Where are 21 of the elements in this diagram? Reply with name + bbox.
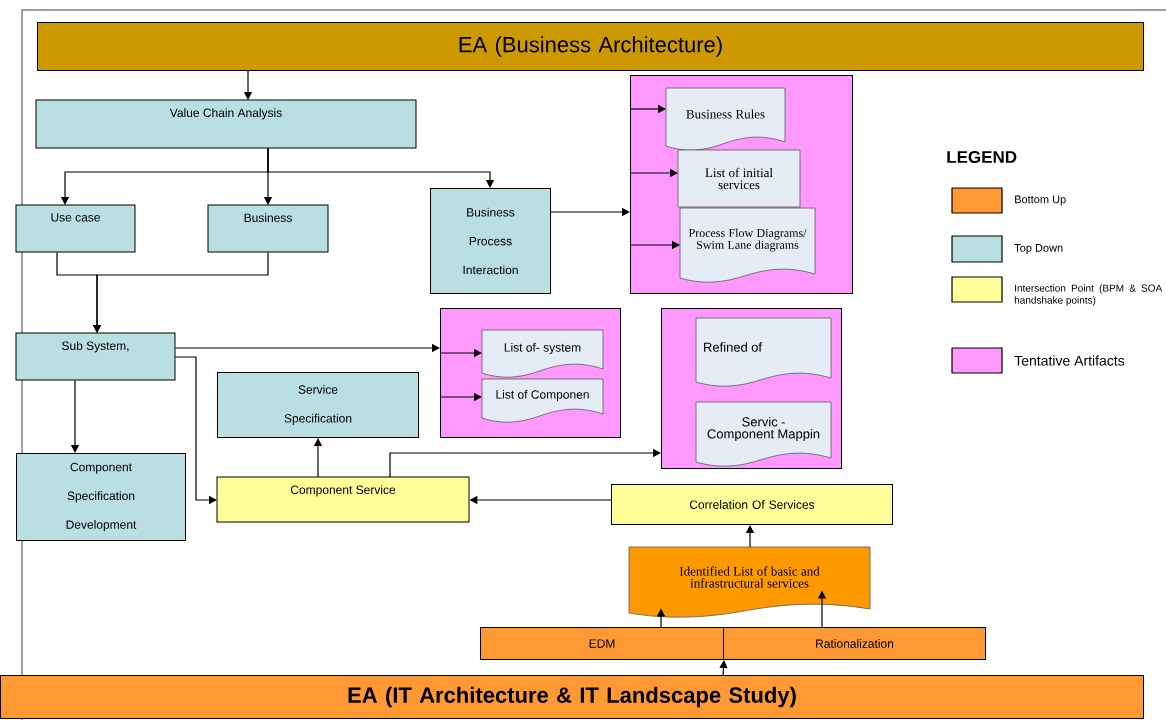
- process-box: Component Specification Development: [16, 453, 186, 541]
- process-box: Sub System,: [15, 332, 176, 381]
- process-box: Service Specification: [217, 372, 419, 438]
- legend-label: Tentative Artifacts: [1014, 355, 1125, 366]
- arrow: [719, 660, 728, 676]
- legend-label: Intersection Point (BPM & SOA handshake points): [1014, 284, 1163, 306]
- arrow: [267, 147, 495, 188]
- legend-title: LEGEND: [947, 151, 1017, 164]
- arrow: [389, 448, 661, 478]
- process-box: Value Chain Analysis: [35, 99, 417, 149]
- process-box: Rationalization: [723, 627, 986, 660]
- process-box: Component Service: [216, 476, 470, 523]
- process-box: Correlation Of Services: [611, 484, 893, 525]
- process-box: EA (Business Architecture): [37, 22, 1144, 71]
- legend-label: Top Down: [1014, 244, 1063, 254]
- process-box: EA (IT Architecture & IT Landscape Study): [0, 675, 1144, 719]
- process-box: EDM: [480, 627, 724, 660]
- process-box: Use case: [15, 204, 136, 253]
- process-box: Business: [207, 204, 329, 253]
- legend-label: Bottom Up: [1015, 195, 1066, 206]
- process-box: Business Process Interaction: [430, 188, 551, 294]
